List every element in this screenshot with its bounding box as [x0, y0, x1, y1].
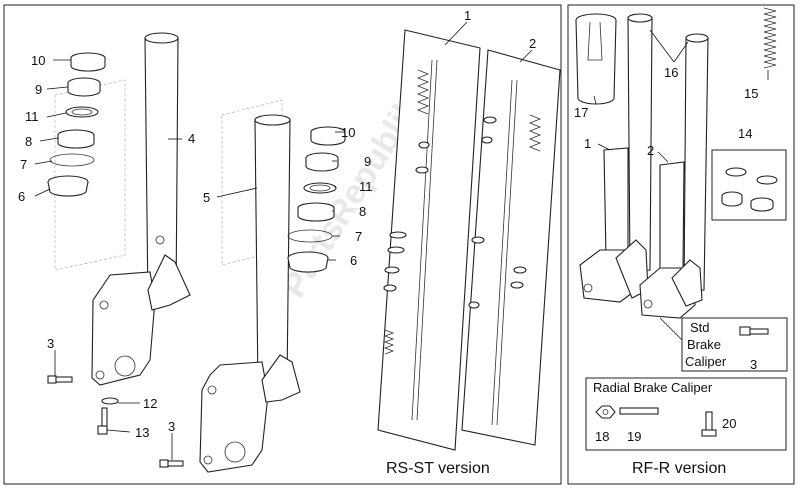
oil-seal-11b [303, 182, 337, 194]
leader-lines [34, 21, 769, 460]
callout-5: 5 [203, 190, 210, 205]
fork-leg-4 [54, 32, 191, 386]
std-brake-caliper-box [681, 317, 788, 372]
callout-17: 17 [574, 105, 588, 120]
callout-3b: 3 [168, 419, 175, 434]
callout-2b: 2 [647, 143, 654, 158]
callout-15: 15 [744, 86, 758, 101]
callout-12: 12 [143, 396, 157, 411]
washer-6a [47, 175, 89, 197]
rs-st-version-caption: RS-ST version [386, 460, 490, 477]
internal-kit-1 [377, 29, 481, 451]
fork-leg-1-rfr [579, 13, 653, 303]
oil-seal-11a [65, 106, 99, 118]
callout-6b: 6 [350, 253, 357, 268]
callouts: 10 9 11 8 7 6 4 3 12 13 3 5 10 9 11 8 7 … [18, 8, 758, 444]
callout-8b: 8 [359, 204, 366, 219]
radial-brake-caliper-title: Radial Brake Caliper [593, 380, 713, 395]
radial-brake-caliper-box [585, 377, 787, 451]
rf-r-version-caption: RF-R version [632, 460, 726, 477]
callout-11a: 11 [25, 109, 39, 124]
callout-11b: 11 [359, 179, 373, 194]
callout-1b: 1 [584, 136, 591, 151]
callout-20: 20 [722, 416, 736, 431]
spring-15 [763, 7, 777, 69]
callout-13: 13 [135, 425, 149, 440]
std-label-line-3: Caliper [685, 354, 727, 369]
callout-19: 19 [627, 429, 641, 444]
callout-10a: 10 [31, 53, 45, 68]
screw-3a [47, 375, 73, 384]
screw-20 [701, 411, 717, 437]
callout-7b: 7 [355, 229, 362, 244]
std-label-line-2: Brake [687, 337, 721, 352]
seal-kit-14-parts [721, 167, 778, 212]
clip-9b [305, 152, 339, 172]
callout-18: 18 [595, 429, 609, 444]
rf-r-panel-frame [567, 4, 795, 485]
callout-9a: 9 [35, 82, 42, 97]
callout-1a: 1 [464, 8, 471, 23]
fork-leg-2-rfr [639, 33, 709, 319]
std-label-line-1: Std [690, 320, 710, 335]
callout-16: 16 [664, 65, 678, 80]
callout-4: 4 [188, 131, 195, 146]
dust-seal-10a [70, 52, 106, 72]
screw-13 [97, 407, 108, 435]
dust-seal-10b [310, 126, 346, 146]
stud-19 [619, 407, 659, 415]
screw-3b [159, 459, 184, 468]
washer-12 [101, 397, 119, 405]
bushing-8b [297, 202, 335, 222]
callout-14: 14 [738, 126, 752, 141]
callout-9b: 9 [364, 154, 371, 169]
ring-7a [49, 153, 95, 167]
callout-3a: 3 [47, 336, 54, 351]
washer-6b [287, 251, 329, 273]
callout-10b: 10 [341, 125, 355, 140]
bushing-8a [57, 129, 95, 149]
washer-18 [595, 405, 616, 419]
rs-st-panel-frame [3, 4, 562, 485]
cartridge-17 [575, 13, 617, 105]
fork-leg-5 [199, 99, 301, 473]
clip-9a [67, 77, 101, 97]
screw-3c [739, 326, 769, 336]
callout-6a: 6 [18, 189, 25, 204]
internal-kit-2 [461, 49, 561, 446]
callout-8a: 8 [25, 134, 32, 149]
callout-7a: 7 [20, 157, 27, 172]
seal-kit-box-14 [711, 149, 787, 221]
callout-3c: 3 [750, 357, 757, 372]
callout-2a: 2 [529, 36, 536, 51]
